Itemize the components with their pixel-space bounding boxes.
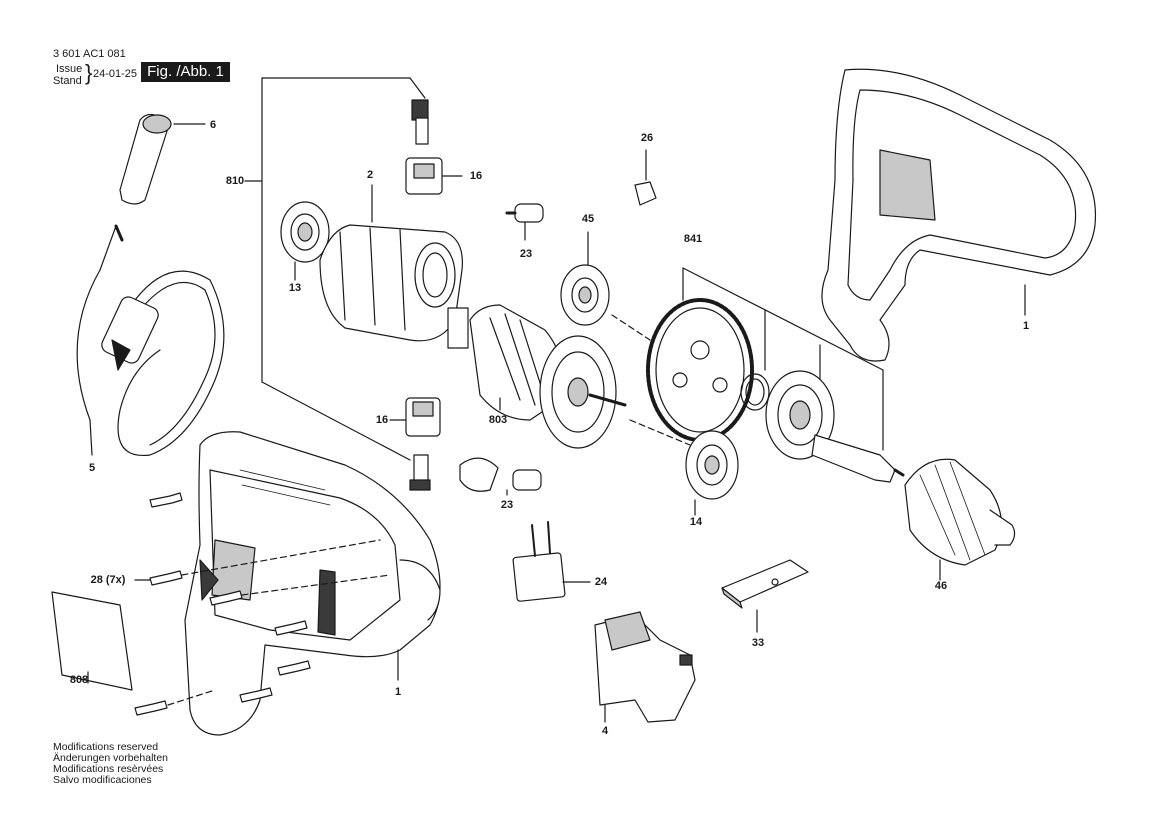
callout-5: 5: [88, 462, 96, 474]
callout-16-top: 16: [469, 170, 483, 182]
bearing-13: [280, 201, 330, 281]
switch-4: [594, 611, 696, 723]
issue-label: Issue: [56, 63, 83, 75]
callout-1-right: 1: [1022, 320, 1030, 332]
issue-date: 24-01-25: [93, 68, 138, 80]
callout-24: 24: [594, 576, 608, 588]
footer-line-fr: Modifications resèrvées: [53, 763, 164, 775]
slide-plate-33: [721, 559, 809, 633]
label-sheet-808: [51, 591, 133, 691]
callout-841: 841: [683, 233, 703, 245]
pin-23-bottom: [459, 457, 542, 496]
callout-33: 33: [751, 637, 765, 649]
screws-28: [134, 492, 391, 716]
figure-label: Fig. /Abb. 1: [141, 62, 230, 82]
callout-803: 803: [488, 414, 508, 426]
brush-holder-16-bottom: [389, 397, 441, 437]
pin-23-top: [505, 203, 544, 241]
handle-grip-6: [119, 113, 206, 205]
callout-2: 2: [366, 169, 374, 181]
housing-half-1-left: [184, 431, 441, 736]
callout-46: 46: [934, 580, 948, 592]
callout-6: 6: [209, 119, 217, 131]
power-cord-5: [76, 224, 225, 457]
armature-803: [447, 304, 627, 449]
modifications-note: Modifications reserved Änderungen vorbeh…: [53, 742, 168, 786]
bearing-14: [629, 419, 739, 516]
callout-810: 810: [225, 175, 245, 187]
chuck-46: [904, 458, 1016, 581]
callout-45: 45: [581, 213, 595, 225]
callout-808: 808: [69, 674, 89, 686]
callout-14: 14: [689, 516, 703, 528]
footer-line-en: Modifications reserved: [53, 741, 159, 753]
suppressor-24: [512, 521, 591, 602]
housing-half-1-right: [821, 68, 1097, 362]
assembly-bracket-841: [682, 267, 884, 451]
footer-line-es: Salvo modificaciones: [53, 774, 152, 786]
retaining-ring: [740, 373, 770, 411]
callout-28: 28 (7x): [90, 574, 126, 586]
brush-holder-16-top: [405, 157, 463, 195]
stand-label: Stand: [53, 75, 82, 87]
carbon-brush-bottom: [409, 454, 431, 491]
spindle: [811, 434, 905, 483]
callout-13: 13: [288, 282, 302, 294]
footer-line-de: Änderungen vorbehalten: [53, 752, 169, 764]
small-cap-26: [634, 149, 657, 206]
part-number: 3 601 AC1 081: [53, 48, 126, 60]
callout-4: 4: [601, 725, 609, 737]
callout-23-bottom: 23: [500, 499, 514, 511]
carbon-brush-top: [411, 99, 429, 145]
assembly-bracket-810: [244, 77, 426, 461]
callout-16-bottom: 16: [375, 414, 389, 426]
gear-841: [611, 298, 754, 442]
callout-1-left: 1: [394, 686, 402, 698]
bearing-45: [560, 231, 610, 326]
callout-26: 26: [640, 132, 654, 144]
brace-glyph: }: [85, 60, 93, 85]
callout-23-top: 23: [519, 248, 533, 260]
stator-2: [319, 184, 463, 342]
